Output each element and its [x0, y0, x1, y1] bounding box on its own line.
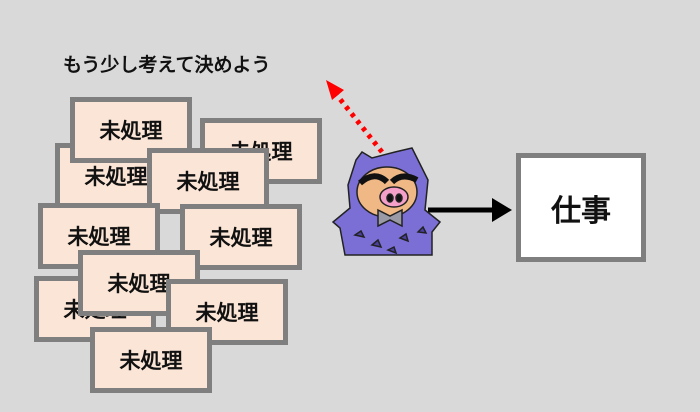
pending-card: 未処理 [70, 97, 192, 163]
work-box: 仕事 [516, 153, 646, 262]
pending-card: 未処理 [147, 148, 269, 214]
thought-text: もう少し考えて決めよう [63, 54, 271, 76]
pending-card: 未処理 [90, 327, 212, 393]
right-arrow [428, 198, 512, 222]
dotted-arrow [326, 80, 384, 154]
pig-character-icon [331, 147, 442, 256]
pending-card: 未処理 [180, 204, 302, 270]
